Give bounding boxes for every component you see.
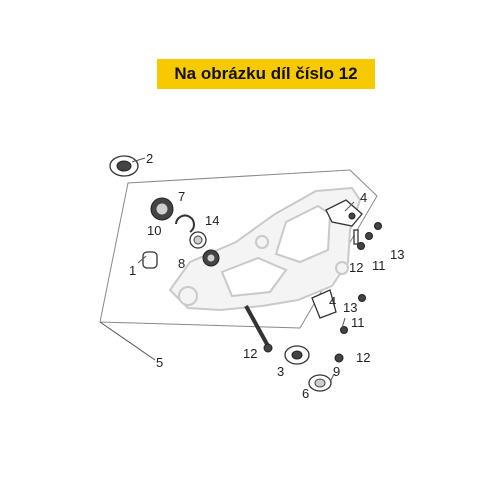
- label-6: 6: [302, 386, 309, 401]
- part-4-upper-bracket: [325, 199, 363, 227]
- part-8-bearing: [202, 249, 220, 267]
- banner-text: Na obrázku díl číslo 12: [174, 64, 358, 83]
- label-11-lower: 11: [351, 315, 365, 330]
- label-11-upper: 11: [372, 258, 386, 273]
- part-4-lower-bracket: [311, 289, 366, 334]
- upper-right-bolts: [353, 222, 382, 250]
- label-13-upper: 13: [390, 247, 404, 262]
- label-10: 10: [147, 223, 161, 238]
- part-10-circlip: [175, 214, 195, 233]
- label-3: 3: [277, 364, 284, 379]
- label-4-lower: 4: [329, 294, 336, 309]
- label-12-left: 12: [243, 346, 257, 361]
- label-1: 1: [129, 263, 136, 278]
- label-12-right: 12: [356, 350, 370, 365]
- part-14-seal: [189, 231, 207, 249]
- label-14: 14: [205, 213, 219, 228]
- part-2-bushing: [109, 155, 139, 177]
- leader-lines: [99, 157, 355, 383]
- part-number-banner: Na obrázku díl číslo 12: [157, 59, 375, 89]
- label-13-lower: 13: [343, 300, 357, 315]
- label-7: 7: [178, 189, 185, 204]
- part-7-bearing: [150, 197, 174, 221]
- label-12-upper: 12: [349, 260, 363, 275]
- part-12-bolt: [244, 305, 273, 353]
- label-5: 5: [156, 355, 163, 370]
- label-8: 8: [178, 256, 185, 271]
- part-6-nut: [308, 374, 332, 392]
- swing-arm-body: [168, 186, 362, 312]
- part-3-bushing: [284, 345, 310, 365]
- label-9: 9: [333, 364, 340, 379]
- part-9-nut: [334, 353, 344, 363]
- label-4-upper: 4: [360, 190, 367, 205]
- assembly-frame: [99, 169, 378, 329]
- part-1-bushing: [142, 251, 158, 269]
- label-2: 2: [146, 151, 153, 166]
